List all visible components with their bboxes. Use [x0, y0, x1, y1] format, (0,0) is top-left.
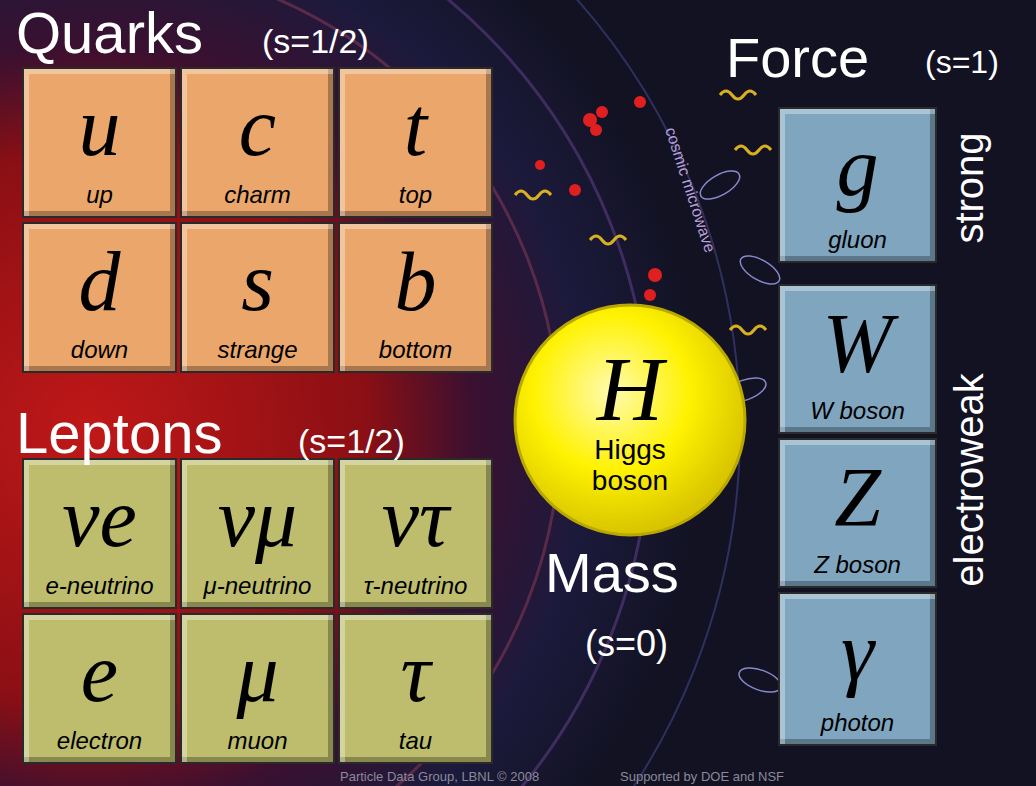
group-heading: strong: [949, 132, 989, 243]
particle-symbol: d: [79, 240, 121, 324]
particle-symbol: g: [837, 125, 879, 209]
particle-name: μ-neutrino: [204, 573, 312, 599]
particle-name: Z boson: [814, 552, 901, 578]
particle-name: Higgs boson: [575, 435, 685, 497]
group-heading: (s=1/2): [262, 24, 369, 58]
particle-symbol: t: [404, 85, 427, 169]
lepton-tile: νμ μ-neutrino: [180, 458, 335, 609]
particle-name: bottom: [379, 337, 452, 363]
higgs-circle: HHiggs boson: [512, 302, 748, 538]
quark-tile: s strange: [180, 222, 335, 373]
lepton-tile: ντ τ-neutrino: [338, 458, 493, 609]
boson-tile: γ photon: [778, 592, 937, 746]
photon-squiggles: [515, 91, 771, 334]
particle-name: top: [399, 182, 432, 208]
quark-tile: t top: [338, 67, 493, 218]
poster-text: Particle Data Group, LBNL © 2008: [340, 770, 539, 783]
particle-symbol: b: [395, 240, 437, 324]
group-heading: Mass: [545, 545, 679, 601]
lepton-tile: νe e-neutrino: [22, 458, 177, 609]
poster-text: Supported by DOE and NSF: [620, 770, 784, 783]
particle-symbol: u: [79, 85, 121, 169]
particle-name: photon: [821, 710, 894, 736]
boson-tile: W W boson: [778, 284, 937, 434]
group-heading: Quarks: [16, 4, 203, 62]
lepton-tile: τ tau: [338, 613, 493, 764]
particle-name: gluon: [828, 227, 887, 253]
particle-symbol: νe: [62, 476, 137, 560]
particle-symbol: γ: [841, 610, 874, 694]
lepton-tile: e electron: [22, 613, 177, 764]
particle-symbol: νμ: [218, 476, 297, 560]
group-heading: (s=0): [585, 626, 668, 662]
group-heading: Leptons: [16, 404, 222, 462]
group-heading: electroweak: [949, 373, 989, 586]
particle-name: e-neutrino: [45, 573, 153, 599]
quark-tile: u up: [22, 67, 177, 218]
quark-tile: b bottom: [338, 222, 493, 373]
quark-tile: d down: [22, 222, 177, 373]
particle-name: τ-neutrino: [364, 573, 468, 599]
lepton-tile: μ muon: [180, 613, 335, 764]
particle-name: strange: [217, 337, 297, 363]
group-heading: Force: [726, 30, 869, 86]
particle-name: muon: [227, 728, 287, 754]
particle-name: down: [71, 337, 128, 363]
group-heading: (s=1): [925, 46, 999, 78]
particle-symbol: s: [241, 240, 274, 324]
boson-tile: Z Z boson: [778, 438, 937, 588]
group-heading: (s=1/2): [298, 424, 405, 458]
particle-symbol: ντ: [382, 476, 449, 560]
particle-symbol: Z: [834, 456, 881, 540]
particle-symbol: τ: [400, 631, 430, 715]
particle-symbol: μ: [236, 631, 278, 715]
particle-symbol: H: [597, 343, 663, 435]
particle-symbol: c: [239, 85, 276, 169]
quark-tile: c charm: [180, 67, 335, 218]
particle-name: charm: [224, 182, 291, 208]
particle-name: tau: [399, 728, 432, 754]
era-ring: [0, 0, 560, 786]
particle-symbol: e: [81, 631, 118, 715]
particle-dots: [535, 96, 662, 336]
era-ring: [0, 0, 740, 786]
boson-tile: g gluon: [778, 107, 937, 263]
particle-name: up: [86, 182, 113, 208]
particle-name: electron: [57, 728, 142, 754]
particle-name: W boson: [810, 398, 905, 424]
particle-symbol: W: [823, 302, 893, 386]
